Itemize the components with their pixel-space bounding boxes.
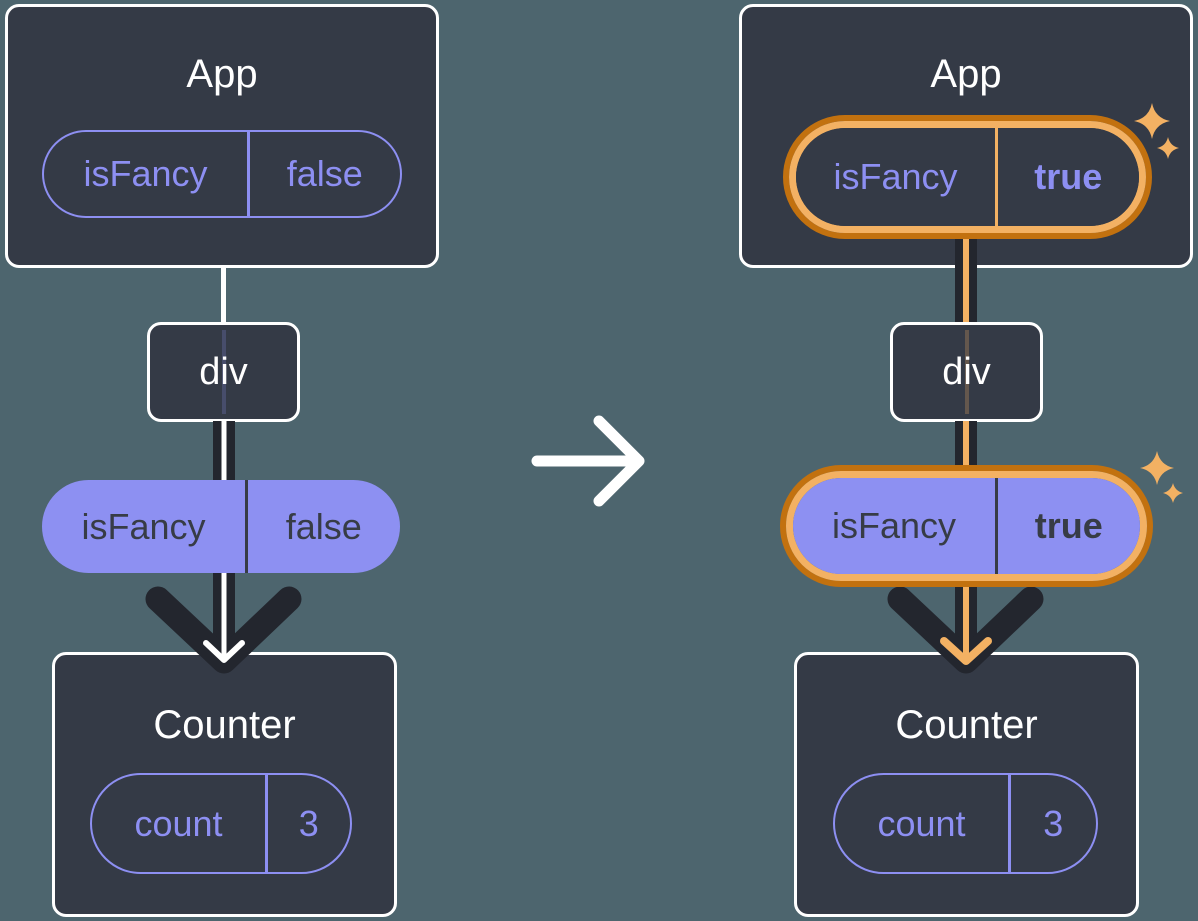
prop-pipe-core bbox=[963, 421, 969, 467]
state-pipe bbox=[955, 237, 977, 323]
counter-state-pill: count 3 bbox=[90, 773, 352, 874]
highlight-ring: isFancy true bbox=[789, 121, 1146, 233]
down-arrow-icon bbox=[887, 573, 1044, 674]
right-arrow-icon bbox=[531, 415, 645, 507]
counter-title: Counter bbox=[895, 703, 1038, 747]
counter-title: Counter bbox=[153, 703, 296, 747]
div-node-box: div bbox=[147, 322, 300, 422]
down-arrow-icon bbox=[145, 573, 302, 674]
state-value: 3 bbox=[1043, 802, 1064, 844]
state-value: 3 bbox=[298, 802, 319, 844]
passed-prop-pill-highlight: isFancy true bbox=[780, 465, 1153, 587]
div-node-label: div bbox=[199, 350, 248, 393]
state-value: true bbox=[1034, 156, 1103, 197]
state-pipe-core bbox=[963, 237, 969, 323]
state-key: count bbox=[134, 802, 223, 844]
app-state-pill-highlight: isFancy true bbox=[783, 115, 1152, 239]
connector-line bbox=[221, 265, 226, 324]
highlight-ring: isFancy true bbox=[786, 471, 1147, 581]
state-key: count bbox=[877, 802, 966, 844]
div-node-box: div bbox=[890, 322, 1043, 422]
app-title: App bbox=[930, 52, 1002, 96]
app-state-pill: isFancy false bbox=[42, 130, 402, 218]
app-state-pill: isFancy true bbox=[796, 128, 1139, 226]
prop-value: true bbox=[1034, 505, 1103, 546]
state-key: isFancy bbox=[833, 156, 958, 197]
pill-divider bbox=[1008, 775, 1011, 872]
state-key: isFancy bbox=[83, 153, 208, 194]
prop-value: false bbox=[285, 505, 362, 547]
pill-divider bbox=[245, 480, 248, 573]
div-node-label: div bbox=[942, 350, 991, 393]
pill-divider bbox=[265, 775, 268, 872]
passed-prop-pill: isFancy true bbox=[793, 478, 1140, 574]
sparkles-icon bbox=[1140, 451, 1183, 503]
pass-through-line bbox=[221, 329, 226, 415]
prop-pipe bbox=[955, 421, 977, 467]
pill-divider bbox=[247, 132, 250, 216]
pill-divider bbox=[995, 478, 998, 574]
prop-pipe-core bbox=[221, 421, 227, 481]
prop-key: isFancy bbox=[831, 505, 957, 546]
app-title: App bbox=[186, 52, 258, 96]
sparkles-icon bbox=[1134, 103, 1179, 159]
pass-through-line bbox=[964, 329, 969, 415]
prop-key: isFancy bbox=[81, 505, 206, 547]
passed-prop-pill: isFancy false bbox=[42, 480, 400, 573]
prop-pipe bbox=[213, 421, 235, 481]
counter-state-pill: count 3 bbox=[833, 773, 1098, 874]
state-value: false bbox=[286, 153, 363, 194]
pill-divider bbox=[995, 128, 998, 226]
